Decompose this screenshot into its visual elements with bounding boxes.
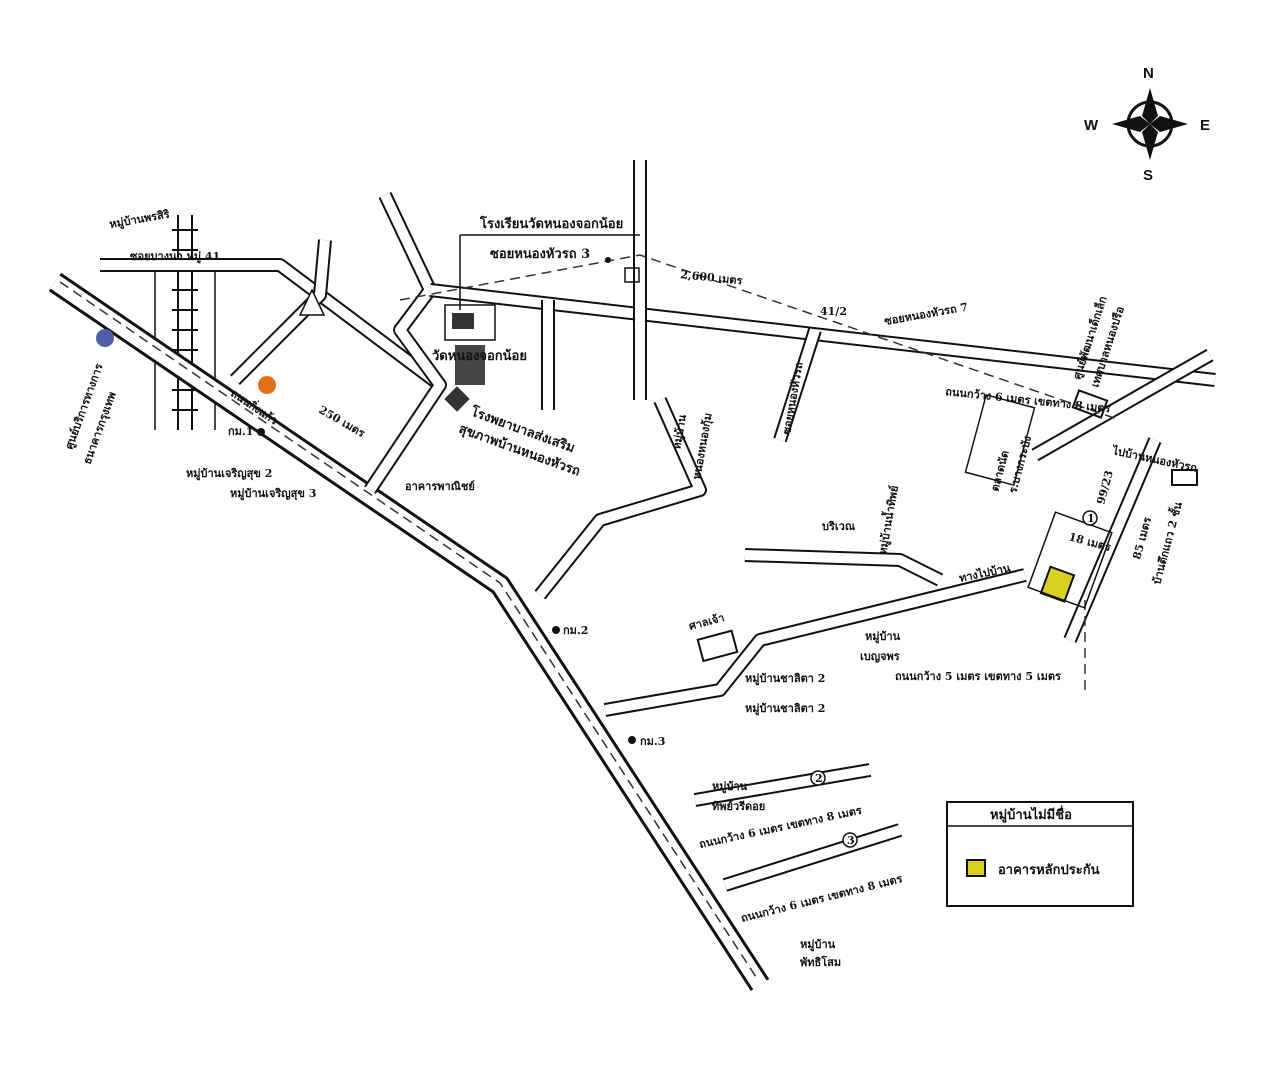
label-nong-2: หนองหนองกุ้ม (690, 412, 715, 481)
label-chalita-a: หมู่บ้านชาลิตา 2 (745, 672, 825, 686)
label-tip-2: ทิพย์วรีดอย (712, 800, 765, 813)
label-village-charoen2: หมู่บ้านเจริญสุข 2 (186, 467, 272, 481)
label-soi-3: ซอยหนองหัวรถ 3 (490, 247, 590, 262)
label-school: โรงเรียนวัดหนองจอกน้อย (479, 215, 623, 232)
label-road-width: ถนนกว้าง 5 เมตร เขตทาง 5 เมตร (895, 670, 1061, 683)
label-km3: กม.3 (640, 735, 665, 748)
label-moo41: ซอยบางนา หมู่ 41 (130, 250, 220, 264)
main-highway (48, 272, 770, 991)
gas-station-icon (258, 376, 276, 394)
label-circle-2: 2 (815, 772, 823, 785)
compass-e: E (1200, 117, 1210, 134)
compass-s: S (1143, 167, 1153, 184)
legend-title: หมู่บ้านไม่มีชื่อ (990, 805, 1072, 823)
local-roads (100, 160, 1216, 892)
legend-swatch (966, 859, 986, 877)
label-circle-3: 3 (847, 834, 855, 847)
label-tip-1: หมู่บ้าน (712, 780, 748, 794)
label-village-top-left: หมู่บ้านพรสิริ (108, 208, 171, 232)
label-soi-7: ซอยหนองหัวรถ 7 (883, 300, 969, 328)
label-pat-2: พัทธิโสม (800, 955, 841, 969)
legend: หมู่บ้านไม่มีชื่อ อาคารหลักประกัน (946, 801, 1134, 907)
label-area-1: บริเวณ (822, 520, 856, 533)
label-pat-1: หมู่บ้าน (800, 938, 836, 952)
label-85m: 85 เมตร (1130, 516, 1154, 561)
landmarks (96, 257, 1198, 848)
label-commercial: อาคารพาณิชย์ (405, 480, 475, 493)
label-250: 250 เมตร (317, 403, 368, 440)
label-village-charoen3: หมู่บ้านเจริญสุข 3 (230, 487, 316, 501)
label-18m: 18 เมตร (1067, 530, 1112, 554)
label-chalita-b: หมู่บ้านชาลิตา 2 (745, 702, 825, 716)
label-area-2: หมู่บ้านน้ำทิพย์ (874, 484, 902, 556)
label-benja-2: เบญจพร (860, 650, 900, 663)
label-km2: กม.2 (563, 624, 588, 637)
label-soi-tai: ซอยหนองหัวรถ (780, 361, 806, 436)
label-99-23: 99/23 (1094, 469, 1116, 506)
legend-item-label: อาคารหลักประกัน (998, 863, 1100, 878)
label-41-2: 41/2 (820, 305, 847, 318)
label-km1: กม.1 (228, 425, 253, 438)
label-shrine: ศาลเจ้า (687, 611, 725, 633)
collateral-building (1039, 565, 1076, 603)
label-2600: 2,600 เมตร (680, 268, 743, 287)
label-circle-1: 1 (1087, 512, 1095, 525)
compass-n: N (1143, 65, 1154, 82)
label-benja-1: หมู่บ้าน (865, 630, 901, 644)
label-house-2: บ้านตึกแถว 2 ชั้น (1148, 500, 1185, 586)
compass-rose: N E S W (1084, 65, 1210, 184)
label-temple: วัดหนองจอกน้อย (432, 348, 527, 364)
compass-w: W (1084, 117, 1099, 134)
label-road-width-3: ถนนกว้าง 6 เมตร เขตทาง 8 เมตร (740, 872, 904, 925)
metro-icon (96, 329, 114, 347)
